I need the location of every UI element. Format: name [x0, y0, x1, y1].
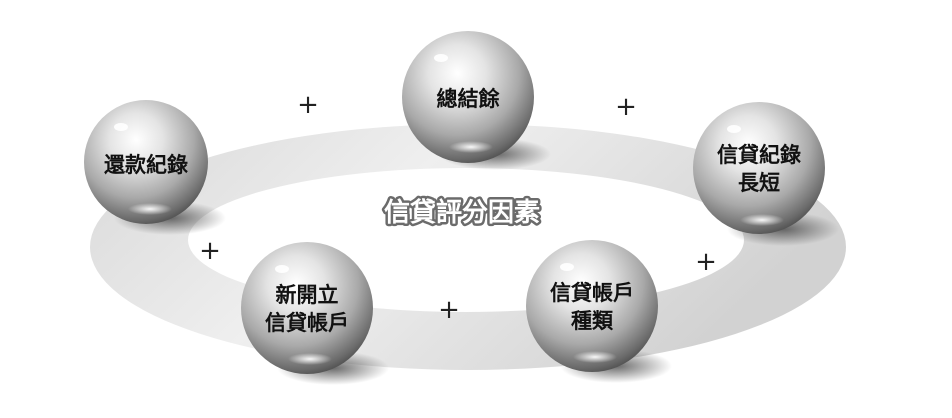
factor-label: 總結餘	[437, 87, 501, 111]
factor-label: 信貸帳戶	[550, 281, 634, 305]
plus-connector: +	[297, 90, 319, 120]
sphere-highlight	[727, 125, 741, 133]
sphere	[693, 102, 825, 234]
factor-node-credit-account-types: 信貸帳戶 種類	[526, 240, 672, 383]
factor-label: 還款紀錄	[104, 153, 188, 177]
sphere-highlight	[434, 54, 448, 62]
center-title: 信貸評分因素	[384, 197, 540, 228]
sphere-glow	[128, 203, 172, 215]
factor-label: 長短	[738, 171, 780, 195]
sphere-glow	[449, 141, 493, 153]
factor-label: 種類	[571, 309, 614, 333]
sphere-highlight	[560, 263, 574, 271]
sphere-highlight	[114, 123, 128, 131]
factor-label: 新開立	[276, 283, 339, 307]
sphere-glow	[740, 214, 784, 226]
sphere-glow	[288, 353, 332, 365]
sphere	[241, 242, 373, 374]
factor-node-new-credit-accounts: 新開立 信貸帳戶	[241, 242, 389, 385]
sphere-highlight	[275, 265, 289, 273]
factor-node-credit-history-length: 信貸紀錄 長短	[693, 102, 839, 246]
plus-connector: +	[615, 92, 637, 122]
sphere	[402, 31, 534, 163]
plus-connector: +	[438, 295, 460, 325]
factor-node-payment-history: 還款紀錄	[84, 100, 226, 235]
plus-connector: +	[695, 247, 717, 277]
factor-node-total-balance: 總結餘	[402, 31, 551, 170]
sphere-glow	[573, 351, 617, 363]
factor-label: 信貸紀錄	[717, 143, 801, 167]
sphere	[84, 100, 208, 224]
sphere	[526, 240, 658, 372]
plus-connector: +	[199, 236, 221, 266]
factor-label: 信貸帳戶	[265, 311, 349, 335]
